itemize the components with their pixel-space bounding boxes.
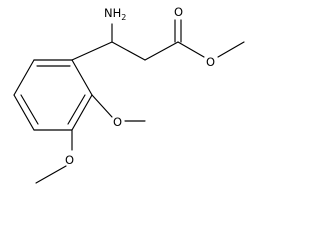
ring-bond bbox=[13, 94, 35, 131]
molecule-structure: NH2 O O O O bbox=[13, 5, 245, 184]
methoxy-oxygen-label: O bbox=[113, 115, 122, 129]
chain-bond bbox=[71, 41, 113, 61]
ester-methyl-bond bbox=[217, 41, 245, 58]
ring-double-bond bbox=[67, 94, 86, 125]
carbonyl-oxygen-label: O bbox=[174, 5, 183, 19]
ring-double-bond bbox=[20, 94, 39, 125]
chain-bond bbox=[144, 41, 179, 61]
ester-oxygen-label: O bbox=[206, 55, 215, 69]
ring-bond bbox=[71, 59, 93, 96]
ring-bond bbox=[71, 94, 93, 131]
methoxy-bond bbox=[91, 94, 113, 118]
amine-label: NH2 bbox=[104, 6, 126, 22]
methoxy-methyl-bond bbox=[35, 165, 67, 184]
ring-bond bbox=[13, 59, 35, 96]
chain-bond bbox=[111, 41, 146, 61]
structure-canvas: NH2 O O O O bbox=[13, 5, 245, 184]
ester-bond bbox=[177, 41, 205, 58]
methoxy-oxygen-label: O bbox=[65, 153, 74, 167]
